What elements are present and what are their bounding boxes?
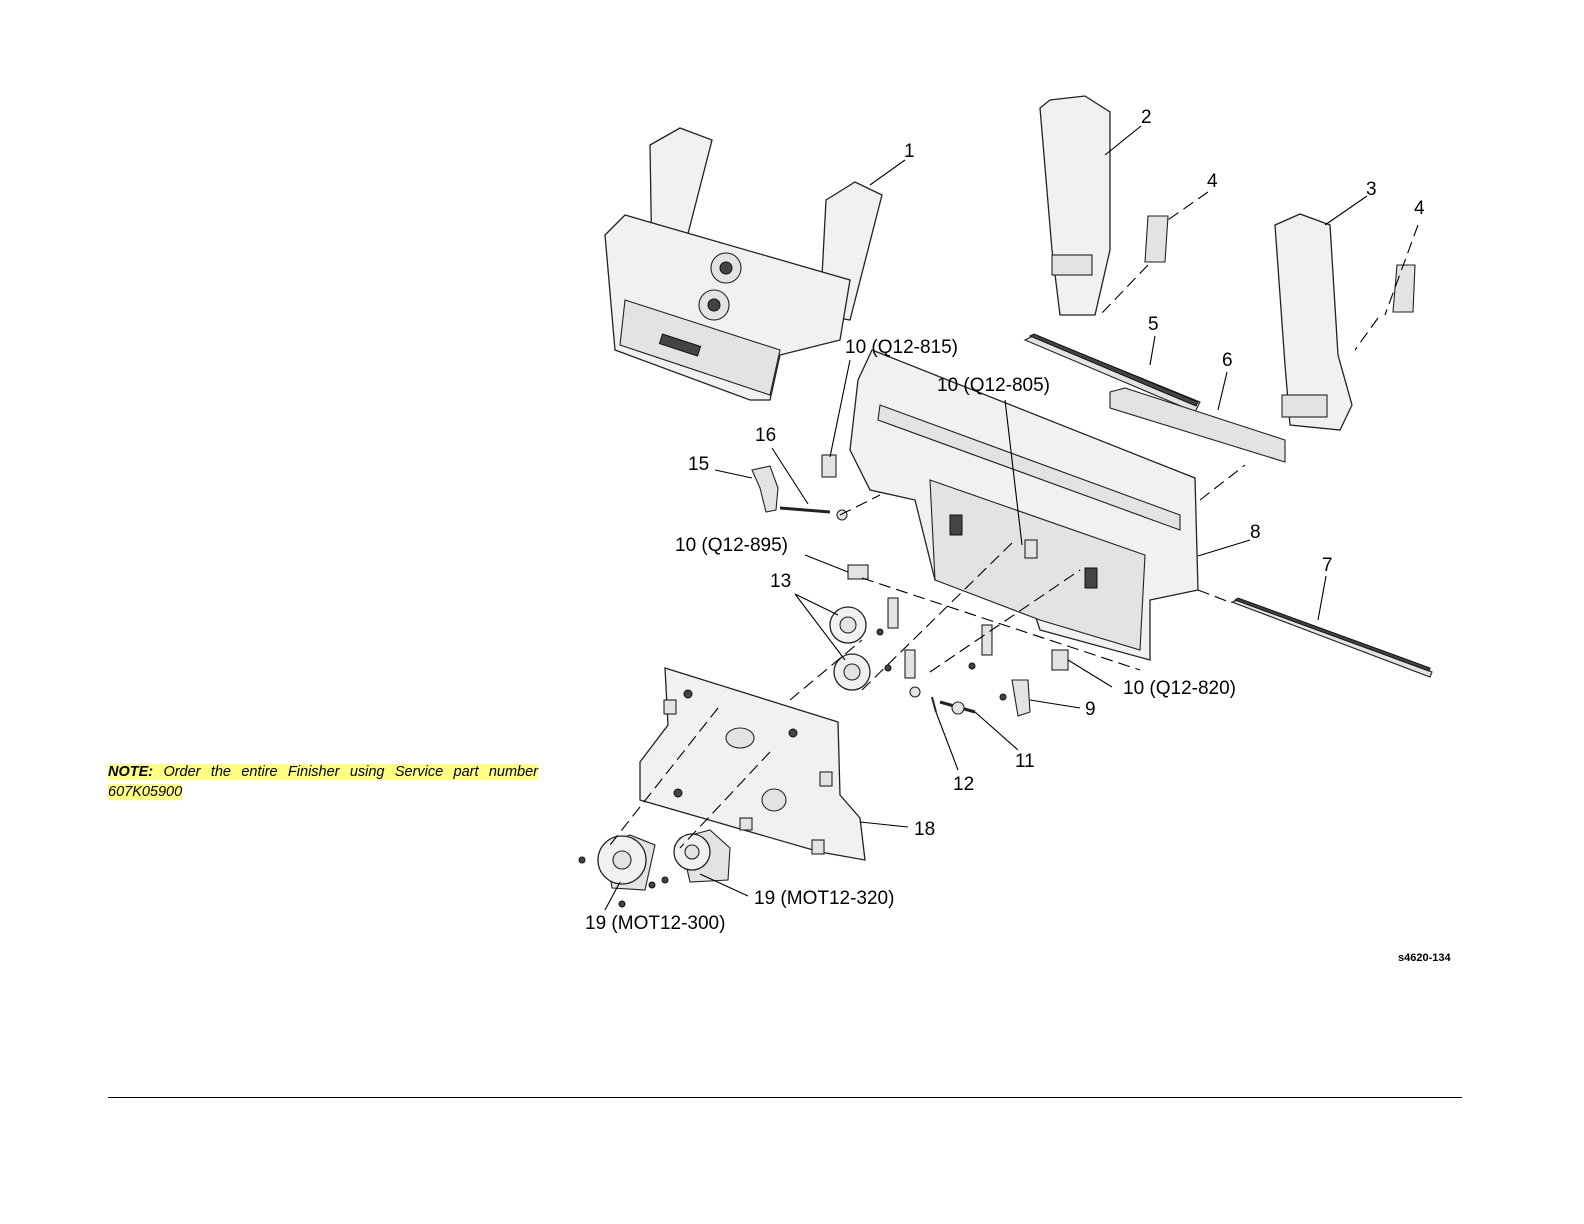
part-3-guide — [1275, 214, 1352, 430]
part-19-motor-mot12-320 — [649, 830, 730, 888]
callout-18: 18 — [914, 819, 935, 840]
figure-id: s4620-134 — [1398, 952, 1451, 964]
part-7-rack — [1232, 598, 1432, 677]
part-9-bracket — [1012, 680, 1030, 716]
callout-12: 12 — [953, 774, 974, 795]
callout-10-q12-820: 10 (Q12-820) — [1123, 678, 1236, 699]
part-10-sensor-q12-820 — [1052, 650, 1068, 670]
callout-19-mot12-300: 19 (MOT12-300) — [585, 913, 725, 934]
callout-16: 16 — [755, 425, 776, 446]
part-18-side-plate — [640, 668, 865, 860]
part-brackets — [877, 598, 1006, 700]
part-10-sensor-q12-815 — [822, 455, 836, 477]
callout-19-mot12-320: 19 (MOT12-320) — [754, 888, 894, 909]
part-10-sensor-q12-895 — [848, 565, 868, 579]
callout-13: 13 — [770, 571, 791, 592]
part-19-motor-mot12-300 — [579, 835, 655, 907]
callout-11: 11 — [1015, 751, 1035, 772]
callout-15: 15 — [688, 454, 709, 475]
part-1-tray-assembly — [605, 128, 882, 400]
callout-4b: 4 — [1414, 198, 1425, 219]
callout-8: 8 — [1250, 522, 1261, 543]
callout-5: 5 — [1148, 314, 1159, 335]
callout-6: 6 — [1222, 350, 1233, 371]
callout-10-q12-805: 10 (Q12-805) — [937, 375, 1050, 396]
part-4-pad-b — [1393, 265, 1415, 312]
part-4-pad-a — [1145, 216, 1168, 262]
part-15-lever — [752, 466, 778, 512]
callout-1: 1 — [904, 141, 915, 162]
callout-9: 9 — [1085, 699, 1096, 720]
callout-10-q12-815: 10 (Q12-815) — [845, 337, 958, 358]
callout-2: 2 — [1141, 107, 1152, 128]
part-16-shaft — [780, 508, 847, 520]
part-2-guide — [1040, 96, 1110, 315]
callout-7: 7 — [1322, 555, 1333, 576]
part-10-sensor-q12-805 — [1025, 540, 1037, 558]
page-footer-rule — [108, 1097, 1462, 1098]
part-11-shaft — [940, 702, 975, 714]
callout-4a: 4 — [1207, 171, 1218, 192]
part-6-rail — [1110, 388, 1285, 462]
part-12-clip — [910, 687, 936, 712]
callout-3: 3 — [1366, 179, 1377, 200]
callout-10-q12-895: 10 (Q12-895) — [675, 535, 788, 556]
